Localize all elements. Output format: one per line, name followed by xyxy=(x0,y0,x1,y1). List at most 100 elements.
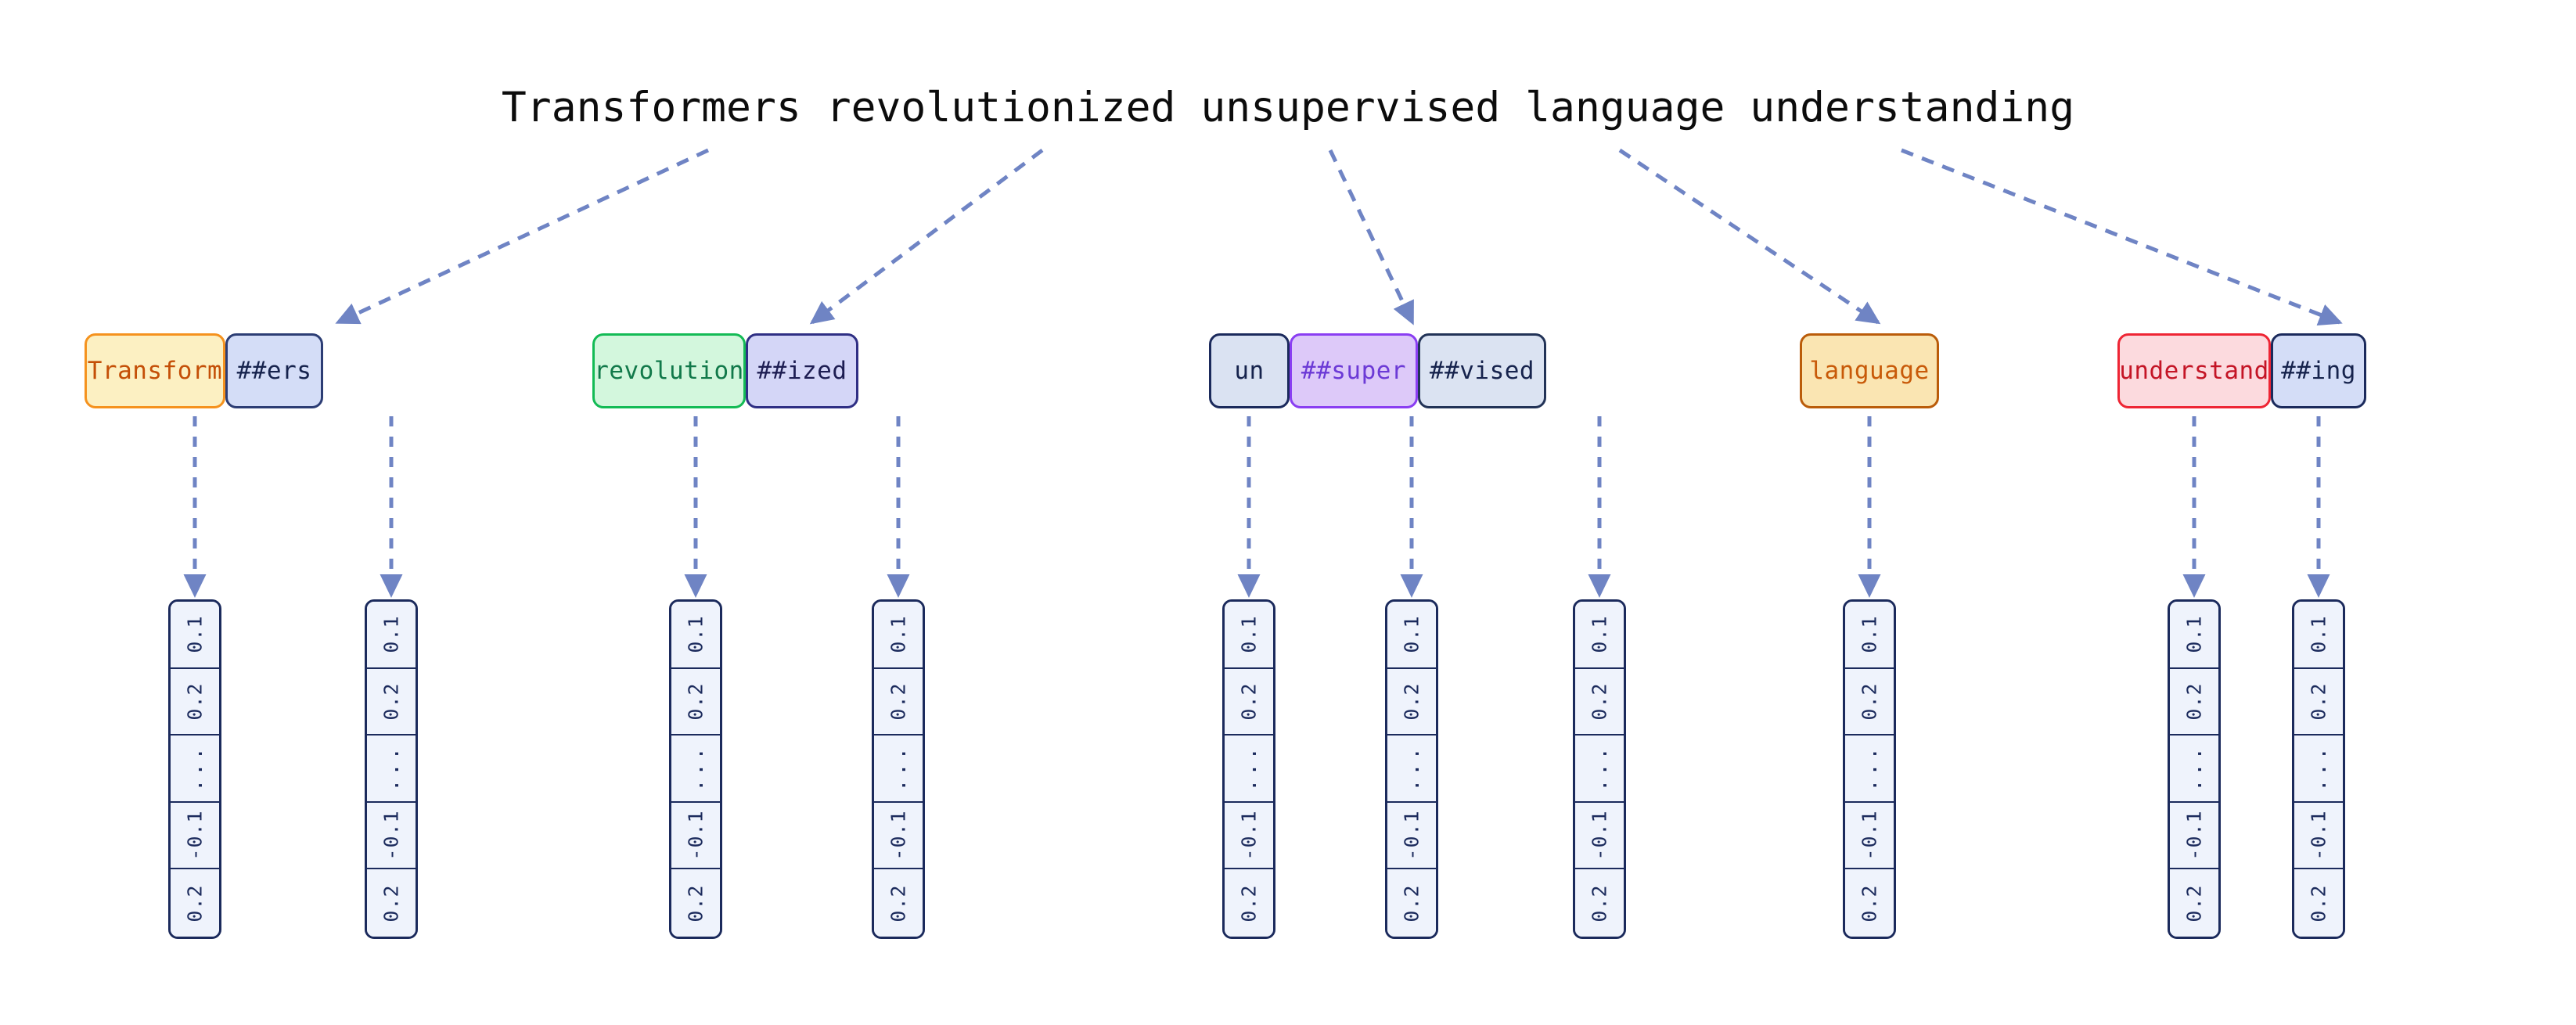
vector-cell-value: -0.1 xyxy=(380,810,403,861)
vector-cell-value: ... xyxy=(1399,744,1424,793)
vector-stack: 0.1 0.2... -0.1 0.2 xyxy=(168,599,221,939)
token-box[interactable]: ##ized xyxy=(746,333,858,408)
vector-cell-value: 0.1 xyxy=(2182,615,2206,653)
vector-cell-value: -0.1 xyxy=(183,810,207,861)
vector-cell: 0.1 xyxy=(171,602,219,669)
vector-cell-value: -0.1 xyxy=(1400,810,1423,861)
vector-cell-value: 0.2 xyxy=(1858,682,1881,721)
vector-cell: 0.2 xyxy=(367,668,416,736)
vector-cell-value: 0.1 xyxy=(1237,615,1261,653)
vector-cell: -0.1 xyxy=(171,802,219,870)
vector-cell-value: 0.2 xyxy=(380,884,403,922)
vector-stack: 0.1 0.2... -0.1 0.2 xyxy=(1222,599,1275,939)
vector-cell-value: ... xyxy=(1587,744,1612,793)
vector-cell: 0.1 xyxy=(367,602,416,669)
vector-cell: -0.1 xyxy=(1387,802,1436,870)
vector-stack: 0.1 0.2... -0.1 0.2 xyxy=(872,599,925,939)
vector-cell: -0.1 xyxy=(1225,802,1273,870)
vector-cell: 0.1 xyxy=(2294,602,2343,669)
vector-cell: 0.2 xyxy=(671,869,720,937)
vector-stack: 0.1 0.2...-0.1 0.2 xyxy=(2292,599,2345,939)
vector-cell-value: 0.2 xyxy=(887,682,910,721)
vector-cell-value: 0.1 xyxy=(1588,615,1611,653)
vector-cell-value: -0.1 xyxy=(1237,810,1261,861)
vector-cell-value: 0.2 xyxy=(1400,682,1423,721)
vector-cell-value: 0.1 xyxy=(380,615,403,653)
vector-cell: 0.2 xyxy=(1387,869,1436,937)
token-box[interactable]: ##super xyxy=(1290,333,1418,408)
token-box[interactable]: un xyxy=(1209,333,1290,408)
vector-cell-value: 0.2 xyxy=(1237,682,1261,721)
vector-cell: 0.2 xyxy=(2170,869,2218,937)
vector-cell-value: 0.2 xyxy=(684,682,707,721)
vector-cell: 0.2 xyxy=(171,668,219,736)
vector-cell-value: ... xyxy=(2182,744,2207,793)
vector-cell: 0.2 xyxy=(1225,869,1273,937)
vector-cell-value: -0.1 xyxy=(2182,810,2206,861)
vector-cell: 0.2 xyxy=(2294,668,2343,736)
vector-cell: 0.2 xyxy=(171,869,219,937)
vector-cell-value: 0.2 xyxy=(1858,884,1881,922)
vector-cell: 0.1 xyxy=(1845,602,1894,669)
vector-stack: 0.1 0.2... -0.1 0.2 xyxy=(365,599,418,939)
vector-cell: -0.1 xyxy=(2170,802,2218,870)
vector-cell-value: 0.1 xyxy=(1400,615,1423,653)
vector-cell-value: 0.2 xyxy=(1400,884,1423,922)
vector-cell: 0.1 xyxy=(2170,602,2218,669)
token-box[interactable]: ##ers xyxy=(225,333,323,408)
vector-cell-value: 0.1 xyxy=(887,615,910,653)
vector-cell-value: ... xyxy=(1236,744,1261,793)
vector-cell: -0.1 xyxy=(1575,802,1624,870)
token-box[interactable]: ##ing xyxy=(2271,333,2366,408)
vector-cell: ... xyxy=(671,735,720,803)
vector-cell-value: 0.2 xyxy=(1237,884,1261,922)
vector-cell-value: 0.2 xyxy=(2307,884,2330,922)
token-to-vector-arrows xyxy=(183,416,2330,599)
vector-cell: 0.2 xyxy=(1575,668,1624,736)
token-box[interactable]: Transform xyxy=(85,333,225,408)
vector-cell-value: ... xyxy=(683,744,708,793)
vector-cell: -0.1 xyxy=(671,802,720,870)
vector-cell-value: 0.1 xyxy=(183,615,207,653)
vector-cell: 0.2 xyxy=(1845,869,1894,937)
vector-cell-value: 0.1 xyxy=(2307,615,2330,653)
vector-cell: ... xyxy=(367,735,416,803)
vector-cell: -0.1 xyxy=(367,802,416,870)
vector-cell-value: 0.2 xyxy=(2182,884,2206,922)
vector-cell: ... xyxy=(1575,735,1624,803)
vector-cell-value: 0.1 xyxy=(684,615,707,653)
vector-cell-value: -0.1 xyxy=(1588,810,1611,861)
vector-cell: 0.1 xyxy=(1387,602,1436,669)
vector-cell: 0.2 xyxy=(1845,668,1894,736)
vector-cell: 0.2 xyxy=(1225,668,1273,736)
word-to-token-arrow xyxy=(1618,148,1881,325)
token-box[interactable]: ##vised xyxy=(1418,333,1546,408)
vector-cell: 0.2 xyxy=(1575,869,1624,937)
vector-cell-value: 0.2 xyxy=(183,884,207,922)
vector-cell: -0.1 xyxy=(874,802,923,870)
vector-cell-value: -0.1 xyxy=(684,810,707,861)
vector-cell: -0.1 xyxy=(2294,802,2343,870)
vector-cell: 0.2 xyxy=(874,668,923,736)
vector-cell: 0.2 xyxy=(2294,869,2343,937)
vector-cell-value: 0.2 xyxy=(183,682,207,721)
vector-cell: ... xyxy=(171,735,219,803)
vector-cell: 0.1 xyxy=(671,602,720,669)
word-to-token-arrow xyxy=(1328,149,1415,325)
vector-cell-value: -0.1 xyxy=(887,810,910,861)
vector-cell: ... xyxy=(2294,735,2343,803)
vector-cell: 0.2 xyxy=(1387,668,1436,736)
token-box[interactable]: understand xyxy=(2117,333,2271,408)
vector-cell: 0.2 xyxy=(671,668,720,736)
word-to-token-arrow xyxy=(809,148,1044,325)
vector-cell: 0.1 xyxy=(1575,602,1624,669)
vector-cell-value: 0.2 xyxy=(887,884,910,922)
token-box[interactable]: language xyxy=(1800,333,1939,408)
vector-cell-value: ... xyxy=(379,744,404,793)
vector-cell: ... xyxy=(874,735,923,803)
token-box[interactable]: revolution xyxy=(592,333,746,408)
vector-cell: 0.2 xyxy=(2170,668,2218,736)
vector-cell: -0.1 xyxy=(1845,802,1894,870)
vector-cell: ... xyxy=(2170,735,2218,803)
